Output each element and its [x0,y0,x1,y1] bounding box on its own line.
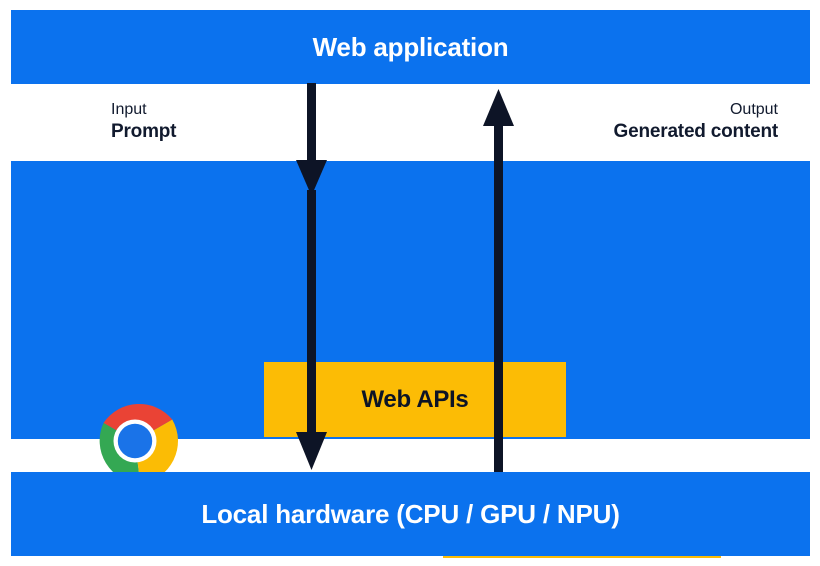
input-arrow-down [296,83,327,470]
output-arrow-up [483,89,514,472]
input-flow-value: Prompt [111,121,177,143]
box-web-apis-label: Web APIs [361,385,469,413]
chrome-logo [92,398,178,484]
output-flow-caption: Output Generated content [613,100,779,145]
band-web-application-title: Web application [312,32,509,62]
band-web-application: Web application [11,10,810,84]
output-flow-kind: Output [729,101,778,118]
output-flow-value: Generated content [613,121,779,143]
input-flow-kind: Input [111,101,147,118]
band-local-hardware: Local hardware (CPU / GPU / NPU) [11,472,810,556]
band-local-hardware-title: Local hardware (CPU / GPU / NPU) [201,499,620,529]
input-flow-caption: Input Prompt [111,100,177,145]
